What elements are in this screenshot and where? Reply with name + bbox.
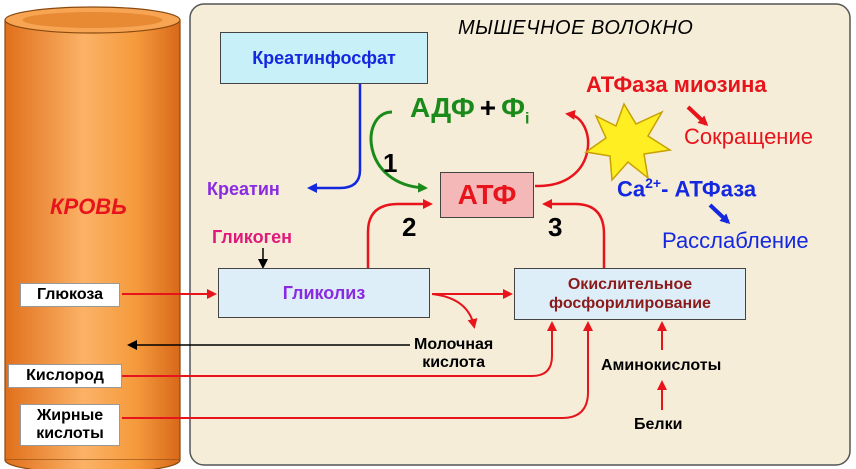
arrow-glycolysis-to-atp bbox=[366, 199, 433, 268]
contraction-label: Сокращение bbox=[684, 124, 813, 149]
proteins-label: Белки bbox=[634, 416, 683, 433]
glycolysis-label: Гликолиз bbox=[282, 282, 366, 303]
diagram-title: МЫШЕЧНОЕ ВОЛОКНО bbox=[458, 17, 694, 39]
glycogen-label: Гликоген bbox=[212, 227, 292, 247]
arrow-to-contraction bbox=[686, 105, 709, 127]
pathway-number-2: 2 bbox=[402, 212, 417, 242]
phosphate-subscript: i bbox=[525, 110, 530, 128]
muscle-fiber-panel bbox=[189, 3, 851, 466]
arrow-to-creatine bbox=[307, 84, 362, 193]
oxidative-line1: Окислительное bbox=[567, 275, 693, 293]
energy-burst-star bbox=[584, 102, 673, 182]
ca-atpase-label: Ca2+- АТФаза bbox=[617, 176, 756, 200]
blood-label: КРОВЬ bbox=[50, 194, 127, 219]
adp-pi-label: АДФ+Фi bbox=[410, 94, 529, 128]
oxygen-text: Кислород bbox=[26, 366, 104, 384]
atp-box: АТФ bbox=[440, 172, 534, 218]
fatty-line2: кислоты bbox=[36, 425, 104, 442]
lactic-line1: Молочная bbox=[414, 336, 494, 353]
glucose-text: Глюкоза bbox=[36, 285, 104, 303]
lactic-acid-label: Молочная кислота bbox=[414, 336, 493, 371]
glucose-label: Глюкоза bbox=[20, 283, 120, 307]
ca-superscript: 2+ bbox=[645, 175, 662, 191]
glycolysis-box: Гликолиз bbox=[218, 268, 430, 318]
creatine-phosphate-box: Креатинфосфат bbox=[220, 32, 428, 84]
arrow-oxygen bbox=[122, 321, 557, 377]
arrow-to-lactic bbox=[431, 293, 478, 329]
relaxation-label: Расслабление bbox=[662, 228, 809, 253]
phosphate-label: Ф bbox=[501, 92, 526, 123]
fatty-acids-label: Жирные кислоты bbox=[20, 404, 120, 446]
arrow-to-relaxation bbox=[708, 203, 731, 225]
pathway-number-1: 1 bbox=[383, 148, 398, 178]
oxidative-line2: фосфорилирование bbox=[549, 295, 711, 312]
creatine-phosphate-label: Креатинфосфат bbox=[252, 47, 396, 68]
ca-atpase-text: - АТФаза bbox=[661, 176, 757, 202]
oxygen-label: Кислород bbox=[8, 364, 122, 388]
plus-sign: + bbox=[479, 92, 497, 123]
lactic-line2: кислота bbox=[422, 353, 486, 371]
arrow-adp-to-atp bbox=[369, 110, 428, 193]
ca-label: Ca bbox=[617, 176, 646, 202]
arrow-fatty-acids bbox=[122, 321, 593, 419]
adp-label: АДФ bbox=[410, 92, 475, 123]
fatty-line1: Жирные bbox=[36, 406, 104, 424]
myosin-atpase-label: АТФаза миозина bbox=[586, 72, 767, 97]
creatine-label: Креатин bbox=[207, 179, 280, 199]
amino-acids-label: Аминокислоты bbox=[601, 357, 722, 374]
oxidative-phosphorylation-box: Окислительное фосфорилирование bbox=[514, 268, 746, 320]
atp-label: АТФ bbox=[457, 179, 517, 210]
pathway-number-3: 3 bbox=[548, 212, 563, 242]
arrow-oxidative-to-atp bbox=[542, 199, 606, 268]
blood-vessel bbox=[4, 6, 181, 469]
